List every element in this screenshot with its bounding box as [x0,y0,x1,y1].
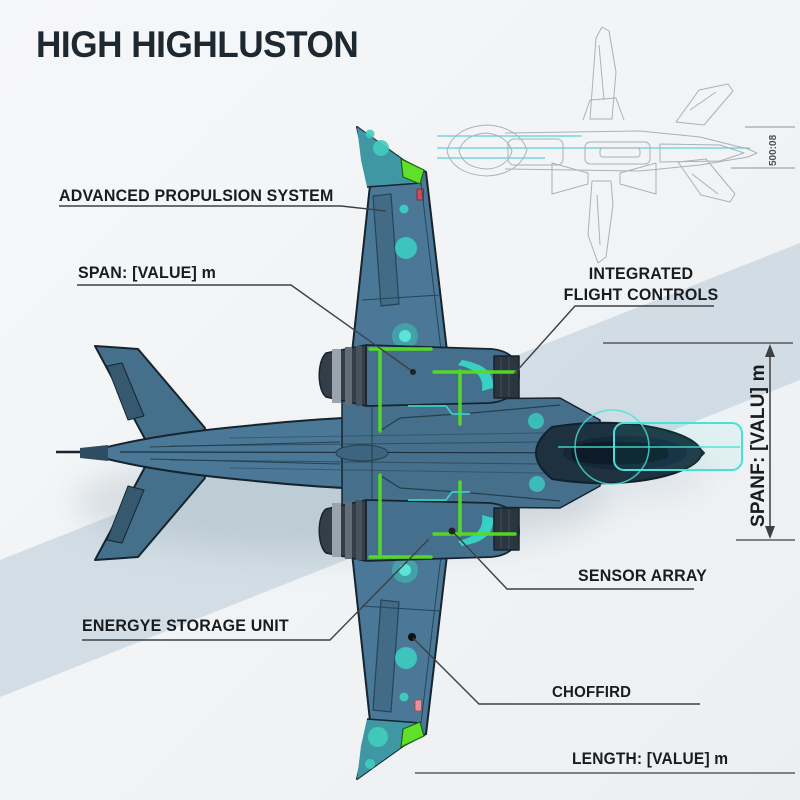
span-dimension [603,342,795,541]
exhaust-glow [558,409,743,485]
top-wing [351,126,448,354]
callout-choffird: CHOFFIRD [552,684,632,701]
wireframe-scale-label: 500:08 [768,134,779,166]
left-fins [94,345,206,561]
callout-energy: ENERGYE STORAGE UNIT [82,616,289,635]
wireframe-centerlines [437,135,750,159]
nose-cone [80,445,108,461]
wireframe-scale-ticks [731,126,795,169]
wingtip-pink-marker [414,699,422,712]
span-vertical-label: SPANF: [VALU] m [748,364,769,527]
callout-sensor: SENSOR ARRAY [578,566,707,585]
cyan-pipes [408,405,470,501]
callout-propulsion: ADVANCED PROPULSION SYSTEM [59,186,334,205]
bottom-engine-nacelle [318,499,520,562]
callout-leaders [59,205,714,705]
callout-flight-controls: INTEGRATED FLIGHT CONTROLS [563,263,719,305]
top-engine-nacelle [318,344,520,407]
callout-flight-controls-line1: INTEGRATED [588,264,694,283]
wingtip-green-panel [400,721,425,748]
leader-anchor-dots [410,369,456,535]
callout-flight-controls-line2: FLIGHT CONTROLS [563,285,719,304]
page-title: HIGH HIGHLUSTON [36,24,359,65]
bottom-wing [351,552,448,780]
aircraft-illustration [56,126,743,780]
callout-span: SPAN: [VALUE] m [78,263,217,282]
length-dimension-label: LENGTH: [VALUE] m [572,750,729,768]
wingtip-red-marker [416,188,424,201]
energy-pipes [368,347,517,559]
wireframe-schematic [437,26,795,264]
wingtip-green-panel [400,158,425,185]
